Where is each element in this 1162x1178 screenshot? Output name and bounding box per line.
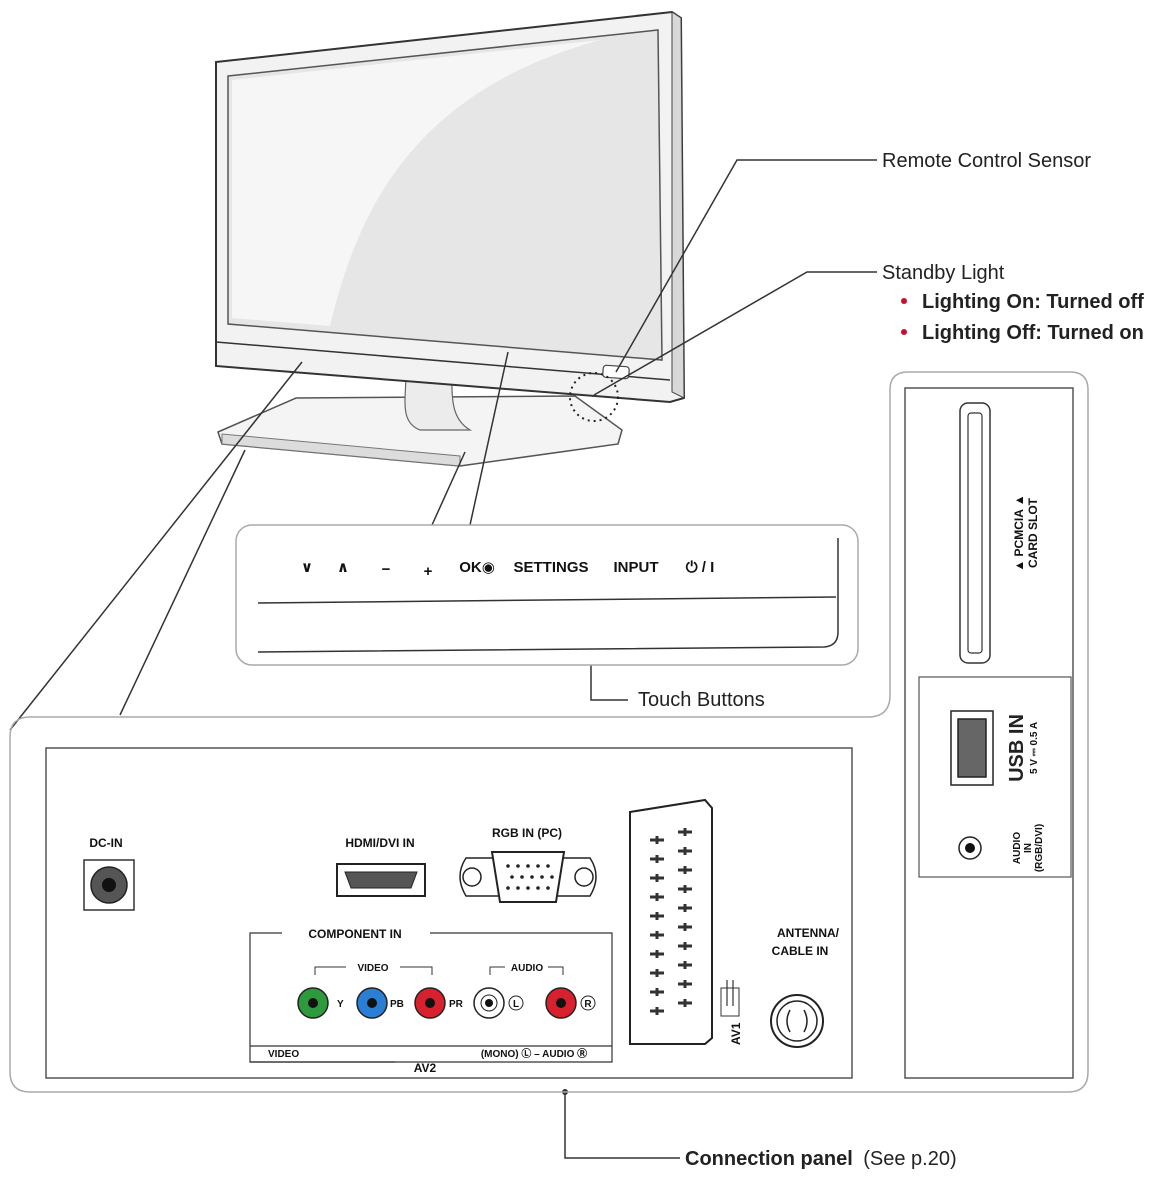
- jack-l-label: L: [513, 999, 519, 1010]
- standby-light-label: Standby Light: [882, 262, 1005, 284]
- usb-in-label: USB IN: [1006, 714, 1028, 782]
- standby-bullet-2: Lighting Off: Turned on: [922, 322, 1144, 344]
- scart-port[interactable]: [629, 798, 713, 1045]
- connection-panel-label: Connection panel: [685, 1148, 853, 1170]
- standby-light-highlight: [569, 372, 619, 422]
- scart-pin: [678, 999, 692, 1007]
- usb-spec-label: 5 V ⎓ 0.5 A: [1029, 722, 1040, 774]
- scart-pin: [678, 866, 692, 874]
- scart-pin: [650, 931, 664, 939]
- jack-pr[interactable]: [414, 987, 446, 1019]
- scart-pin: [678, 885, 692, 893]
- card-slot-label: CARD SLOT: [1026, 497, 1040, 568]
- rear-connection-panel: DC-IN HDMI/DVI IN RGB IN (PC) COMPONENT …: [45, 747, 853, 1079]
- usb-port[interactable]: [950, 710, 994, 786]
- bullet-icon: [901, 329, 907, 335]
- connection-panel-ref: (See p.20): [863, 1148, 956, 1170]
- component-in-label: COMPONENT IN: [308, 927, 401, 941]
- scart-pin: [650, 874, 664, 882]
- callout-lines: [9, 159, 877, 1159]
- scart-pin: [678, 904, 692, 912]
- antenna-port[interactable]: [770, 994, 824, 1048]
- side-connection-panel: ▲ PCMCIA ▲ CARD SLOT USB IN 5 V ⎓ 0.5 A …: [904, 387, 1074, 1079]
- touch-button-panel: ∨ ∧ − + OK◉ SETTINGS INPUT ⏻ / I: [235, 524, 859, 666]
- connection-panel-callout: Connection panel (See p.20): [685, 1148, 957, 1170]
- video-group-label: VIDEO: [357, 963, 388, 974]
- tv-illustration: [215, 10, 686, 467]
- channel-down-button[interactable]: ∨: [301, 559, 313, 576]
- video-footer-label: VIDEO: [268, 1049, 299, 1060]
- jack-y[interactable]: [297, 987, 329, 1019]
- scart-pin: [678, 980, 692, 988]
- mono-audio-label: (MONO) Ⓛ – AUDIO Ⓡ: [481, 1047, 587, 1060]
- scart-pin: [678, 828, 692, 836]
- scart-pin: [650, 855, 664, 863]
- scart-pin: [678, 847, 692, 855]
- volume-up-button[interactable]: +: [424, 563, 433, 580]
- channel-up-button[interactable]: ∧: [337, 559, 349, 576]
- touch-buttons-label: Touch Buttons: [638, 689, 765, 711]
- power-button[interactable]: ⏻ / I: [686, 559, 715, 576]
- jack-audio-r[interactable]: [545, 987, 577, 1019]
- standby-bullet-1: Lighting On: Turned off: [922, 291, 1144, 313]
- dc-in-label: DC-IN: [89, 836, 122, 850]
- remote-sensor-label: Remote Control Sensor: [882, 150, 1091, 172]
- scart-pin: [650, 969, 664, 977]
- pcmcia-label: ▲ PCMCIA ▲: [1012, 494, 1026, 571]
- audio-group-label: AUDIO: [511, 963, 543, 974]
- rgb-port[interactable]: [459, 851, 597, 903]
- scart-pin: [650, 893, 664, 901]
- scart-pin: [678, 923, 692, 931]
- scart-pin: [678, 942, 692, 950]
- scart-pin: [650, 836, 664, 844]
- jack-y-label: Y: [337, 999, 344, 1010]
- antenna-label: ANTENNA/: [777, 926, 840, 940]
- scart-pin: [650, 988, 664, 996]
- panel-frame: [9, 371, 1089, 1093]
- volume-down-button[interactable]: −: [382, 561, 391, 578]
- scart-pin: [650, 1007, 664, 1015]
- jack-r-label: R: [584, 999, 592, 1010]
- audio-in-label-1: AUDIO: [1012, 832, 1023, 864]
- settings-button[interactable]: SETTINGS: [513, 559, 588, 576]
- scart-pin: [678, 961, 692, 969]
- bullet-icon: [901, 298, 907, 304]
- jack-pb[interactable]: [356, 987, 388, 1019]
- jack-pr-label: PR: [449, 999, 464, 1010]
- audio-in-port[interactable]: [958, 836, 982, 860]
- scart-pin: [650, 912, 664, 920]
- av1-signal-icon: [720, 980, 740, 1017]
- cable-in-label: CABLE IN: [772, 944, 829, 958]
- av2-label: AV2: [414, 1061, 437, 1075]
- input-button[interactable]: INPUT: [614, 559, 659, 576]
- av1-label: AV1: [729, 1022, 743, 1045]
- audio-in-label-2: IN: [1023, 843, 1034, 853]
- scart-pin: [650, 950, 664, 958]
- hdmi-label: HDMI/DVI IN: [345, 836, 414, 850]
- audio-in-label-3: (RGB/DVI): [1034, 824, 1045, 872]
- ok-button[interactable]: OK◉: [459, 559, 495, 576]
- rgb-label: RGB IN (PC): [492, 826, 562, 840]
- jack-pb-label: PB: [390, 999, 404, 1010]
- component-in-group: COMPONENT IN VIDEO AUDIO Y PB PR: [249, 927, 613, 1075]
- jack-audio-l[interactable]: [473, 987, 505, 1019]
